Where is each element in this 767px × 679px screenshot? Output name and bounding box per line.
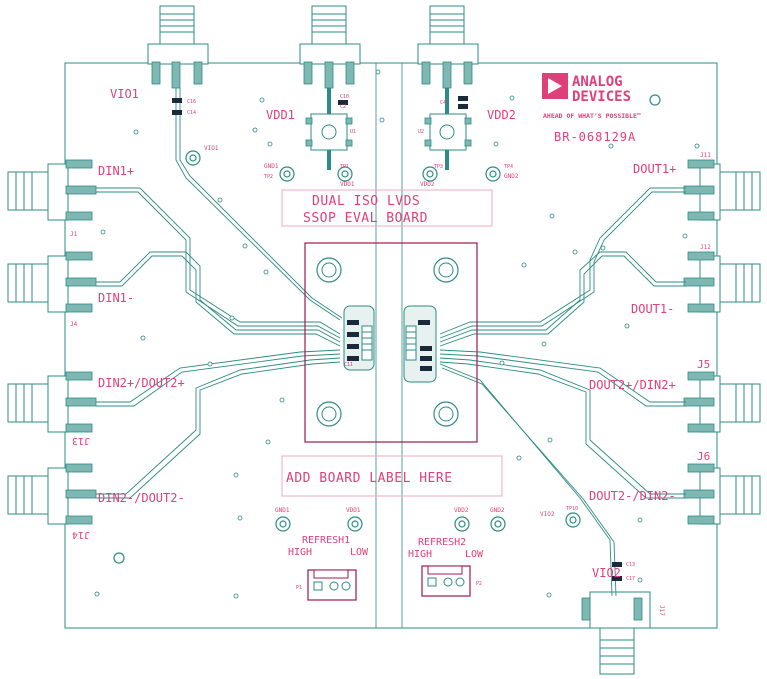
label-vdd1-bot: VDD1 [346, 507, 361, 514]
label-gnd2-bot: GND2 [490, 507, 505, 514]
label-vio1-tp: VIO1 [204, 145, 219, 152]
label-gnd1-bot: GND1 [275, 507, 290, 514]
sma-connector-dout2n [683, 463, 761, 525]
label-vdd2-bot: VDD2 [454, 507, 469, 514]
label-vio2: VIO2 [592, 566, 621, 580]
label-vio1: VIO1 [110, 87, 139, 101]
logo-tagline: AHEAD OF WHAT'S POSSIBLE™ [543, 112, 641, 120]
sma-connector-din2p [7, 371, 97, 433]
sma-connector-din2n [7, 463, 97, 525]
label-din1n: DIN1- [98, 291, 134, 305]
label-high1: HIGH [288, 547, 312, 558]
label-j17: J17 [658, 605, 665, 616]
label-c14: C14 [187, 110, 196, 116]
label-din2p: DIN2+/DOUT2+ [98, 376, 185, 390]
sma-connector-dout1p [683, 159, 761, 221]
label-din2n: DIN2-/DOUT2- [98, 491, 185, 505]
label-u1: U1 [350, 129, 356, 135]
label-u2: U2 [418, 129, 424, 135]
traces-right [439, 187, 686, 597]
logo-line2: DEVICES [572, 89, 631, 105]
label-refresh1: REFRESH1 [302, 535, 350, 546]
label-gnd1-top: GND1 [264, 163, 279, 170]
board-title-line2: SSOP EVAL BOARD [303, 211, 428, 226]
label-high2: HIGH [408, 549, 432, 560]
traces-left [96, 88, 343, 499]
label-j1: J1 [70, 231, 78, 238]
label-din1p: DIN1+ [98, 164, 134, 178]
regulator-vdd1 [305, 113, 353, 151]
label-j13: J13 [72, 435, 90, 446]
label-j5: J5 [697, 358, 710, 371]
title-box [281, 189, 493, 227]
label-dout1n: DOUT1- [631, 302, 674, 316]
label-vdd2-tp: VDD2 [420, 181, 435, 188]
sma-connector-vio1 [147, 5, 209, 89]
sma-connector-vdd2 [417, 5, 479, 89]
board-outline [64, 62, 718, 629]
label-j12: J12 [700, 244, 711, 251]
mounting-holes [316, 257, 459, 427]
board-title-line1: DUAL ISO LVDS [312, 194, 420, 209]
label-p2: P2 [476, 581, 482, 587]
ic-u2-footprint [403, 305, 437, 383]
regulator-vdd2 [424, 113, 472, 151]
ic-u1-footprint [343, 305, 375, 371]
header-p1 [307, 569, 357, 601]
label-low2: LOW [465, 549, 484, 560]
sma-connector-din1p [7, 159, 97, 221]
label-c2: C2 [340, 104, 346, 110]
label-tp4: TP4 [504, 164, 513, 170]
label-tp3: TP3 [434, 164, 443, 170]
part-number: BR-068129A [554, 130, 636, 144]
label-c17: C17 [626, 576, 635, 582]
capacitors-vio1 [172, 96, 622, 581]
board-label-placeholder: ADD BOARD LABEL HERE [286, 471, 453, 486]
analog-devices-logo: ANALOG DEVICES AHEAD OF WHAT'S POSSIBLE™ [542, 73, 641, 120]
label-j14: J14 [72, 529, 90, 540]
label-j11: J11 [700, 152, 711, 159]
sma-connector-vio2 [581, 591, 651, 675]
sma-connector-din1n [7, 251, 97, 313]
label-gnd2-top: GND2 [504, 173, 519, 180]
label-vdd2: VDD2 [487, 108, 516, 122]
label-dout1p: DOUT1+ [633, 162, 676, 176]
label-c11: C11 [344, 362, 353, 368]
label-c13: C13 [626, 562, 635, 568]
custom-label-box [281, 455, 503, 497]
label-j6: J6 [697, 450, 710, 463]
logo-line1: ANALOG [572, 74, 623, 90]
label-c4: C4 [440, 100, 446, 106]
label-tp10: TP10 [566, 506, 578, 512]
sma-connector-vdd1 [299, 5, 361, 89]
test-points [113, 94, 661, 564]
label-vio2-tp: VIO2 [540, 511, 555, 518]
label-refresh2: REFRESH2 [418, 537, 466, 548]
label-c16: C16 [187, 99, 196, 105]
label-tp1: TP1 [340, 164, 349, 170]
label-tp2: TP2 [264, 174, 273, 180]
isolation-zone-box [304, 242, 478, 443]
label-low1: LOW [350, 547, 369, 558]
label-j4: J4 [70, 321, 78, 328]
label-vdd1: VDD1 [266, 108, 295, 122]
label-c10: C10 [340, 94, 349, 100]
vias [94, 69, 700, 599]
sma-connector-dout1n [683, 251, 761, 313]
header-p2 [421, 565, 471, 597]
label-p1: P1 [296, 585, 302, 591]
label-dout2n: DOUT2-/DIN2- [589, 489, 676, 503]
label-dout2p: DOUT2+/DIN2+ [589, 378, 676, 392]
label-vdd1-tp: VDD1 [340, 181, 355, 188]
sma-connector-dout2p [683, 371, 761, 433]
